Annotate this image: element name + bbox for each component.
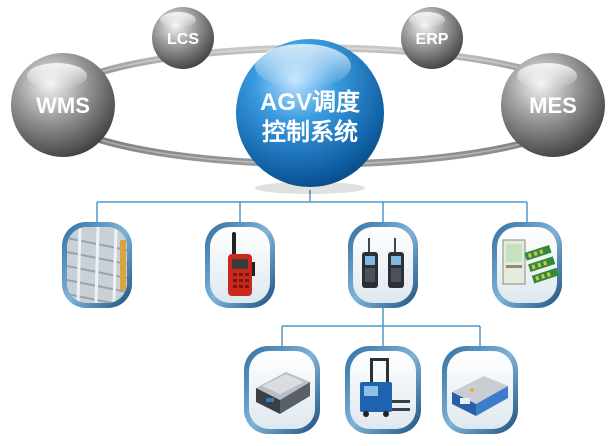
mes-label: MES bbox=[529, 93, 577, 118]
device-panel-cabinet bbox=[492, 222, 562, 308]
device-panel-agv-forklift bbox=[345, 346, 421, 434]
device-panel-radio bbox=[205, 222, 275, 308]
wms-node: WMS bbox=[11, 53, 115, 157]
erp-node: ERP bbox=[401, 7, 463, 69]
erp-label: ERP bbox=[416, 31, 449, 48]
storage-rack-icon bbox=[67, 227, 127, 303]
device-panel-terminals bbox=[348, 222, 418, 308]
wireless-terminals-icon bbox=[362, 238, 404, 288]
mes-node: MES bbox=[501, 53, 605, 157]
agv-platform-icon bbox=[256, 372, 310, 414]
wms-label: WMS bbox=[36, 93, 90, 118]
agv-carrier-icon bbox=[452, 376, 508, 416]
core-label-line1: AGV调度 bbox=[260, 88, 361, 116]
agv-forklift-icon bbox=[360, 358, 410, 417]
connector-lines bbox=[96, 190, 528, 346]
lcs-label: LCS bbox=[167, 31, 199, 48]
agv-core-node: AGV调度 控制系统 bbox=[236, 39, 384, 194]
device-panel-rack bbox=[62, 222, 132, 308]
control-cabinet-icon bbox=[502, 239, 559, 285]
device-panel-agv-carrier bbox=[442, 346, 518, 434]
lcs-node: LCS bbox=[152, 7, 214, 69]
device-panel-agv-platform bbox=[244, 346, 320, 434]
walkie-talkie-icon bbox=[228, 232, 255, 296]
core-label-line2: 控制系统 bbox=[262, 118, 358, 146]
